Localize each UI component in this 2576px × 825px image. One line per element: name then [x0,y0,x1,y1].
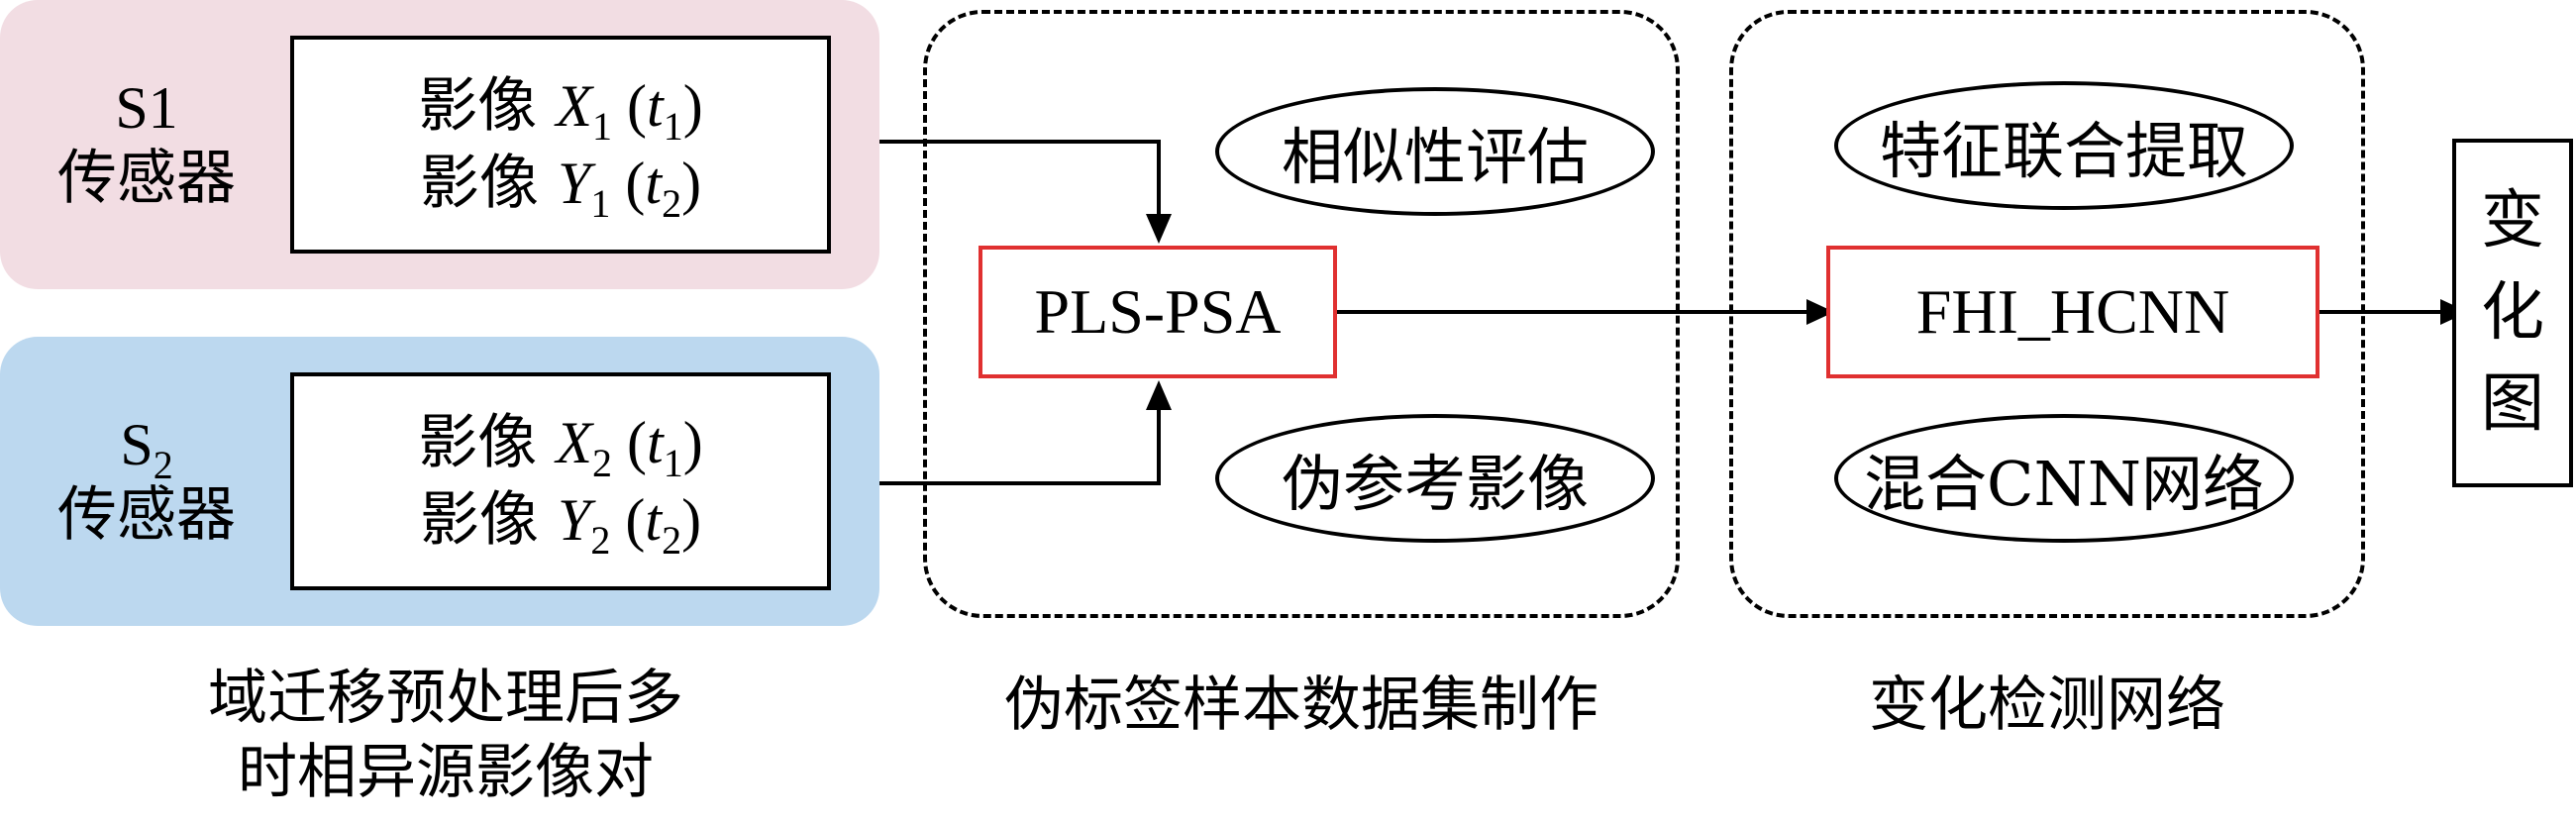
middle-caption: 伪标签样本数据集制作 [1004,670,1598,740]
hybrid-cnn-ellipse: 混合CNN网络 [1834,414,2294,543]
s1-image-y1: 影像 Y1 (t2) [419,149,702,226]
s1-sensor-label: S1 传感器 [28,50,265,238]
s2-image-x2: 影像 X2 (t1) [418,408,703,485]
arrowhead-fhi [1806,299,1834,325]
arrowhead-s2 [1146,380,1172,410]
pseudo-label-group [923,10,1680,618]
joint-feature-ellipse: 特征联合提取 [1834,81,2294,210]
output-char-1: 变 [2481,183,2544,258]
left-caption-line2: 时相异源影像对 [238,738,654,807]
left-caption: 域迁移预处理后多 时相异源影像对 [109,662,782,820]
s2-to-pls-arrow [879,408,1161,485]
s1-to-pls-arrow [879,140,1161,216]
similarity-eval-ellipse: 相似性评估 [1215,87,1655,216]
s1-image-pair-box: 影像 X1 (t1) 影像 Y1 (t2) [290,36,831,254]
output-char-3: 图 [2481,367,2544,442]
right-caption: 变化检测网络 [1869,670,2225,740]
pseudo-reference-ellipse: 伪参考影像 [1215,414,1655,543]
s2-sensor-word: 传感器 [57,480,236,550]
s1-name: S1 [115,75,178,142]
s2-image-y2: 影像 Y2 (t2) [419,485,702,563]
s1-sensor-word: 传感器 [57,144,236,213]
fhi-hcnn-method-box: FHI_HCNN [1826,246,2319,378]
change-detection-group [1729,10,2365,618]
change-map-output-box: 变 化 图 [2452,139,2573,487]
s1-image-x1: 影像 X1 (t1) [418,71,703,149]
output-char-2: 化 [2481,275,2544,350]
pls-psa-method-box: PLS-PSA [979,246,1337,378]
s2-name: S2 [120,412,173,488]
s2-image-pair-box: 影像 X2 (t1) 影像 Y2 (t2) [290,372,831,590]
arrowhead-s1 [1146,214,1172,244]
s2-sensor-label: S2 传感器 [28,386,265,574]
left-caption-line1: 域迁移预处理后多 [208,664,683,733]
